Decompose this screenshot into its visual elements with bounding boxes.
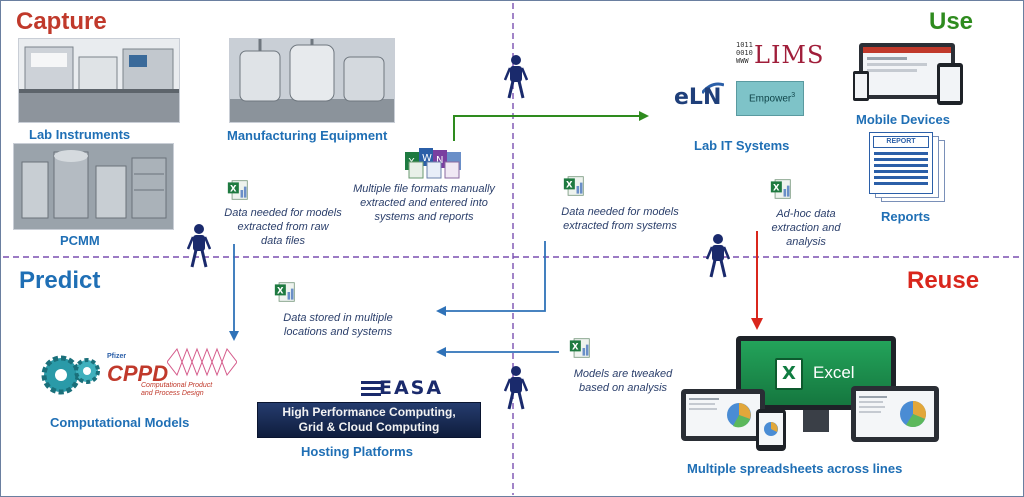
label-manufacturing-equipment: Manufacturing Equipment: [227, 128, 388, 143]
quadrant-capture: Capture: [16, 8, 107, 35]
person-icon: [187, 224, 211, 268]
quadrant-predict: Predict: [19, 267, 101, 294]
lims-logo: 1011 0010 WWW LIMS: [736, 41, 825, 69]
lab-instruments-photo: [18, 38, 180, 123]
label-mobile-devices: Mobile Devices: [856, 112, 950, 127]
mobile-devices-icon: [853, 43, 963, 105]
empower-logo: Empower3: [736, 81, 804, 116]
note-data-raw-files: Data needed for models extracted from ra…: [224, 207, 342, 247]
spreadsheet-icon: X: [274, 282, 295, 302]
svg-text:N: N: [436, 155, 443, 166]
easa-logo: EASA: [361, 377, 485, 399]
arrow-to-lab-it: [453, 111, 649, 141]
phone-icon: [756, 409, 786, 451]
spreadsheet-icon: X: [770, 179, 791, 199]
label-reports: Reports: [881, 209, 931, 224]
eln-logo: eLN: [674, 81, 726, 115]
file-formats-icon: X W N: [405, 148, 461, 179]
pcmm-photo: [13, 143, 174, 230]
label-hosting-platforms: Hosting Platforms: [301, 444, 413, 459]
spreadsheet-icon: X: [227, 180, 248, 200]
svg-text:X: X: [773, 182, 780, 192]
label-lab-it-systems: Lab IT Systems: [694, 138, 790, 153]
quadrant-reuse: Reuse: [907, 267, 980, 294]
label-pcmm: PCMM: [60, 233, 100, 248]
monitor-stand: [803, 410, 829, 432]
svg-text:X: X: [230, 183, 237, 193]
person-icon: [504, 366, 528, 410]
arrow-systems-to-storage: [436, 241, 546, 316]
note-data-stored: Data stored in multiple locations and sy…: [283, 312, 393, 338]
note-multiple-formats: Multiple file formats manually extracted…: [353, 183, 495, 223]
label-lab-instruments: Lab Instruments: [29, 127, 131, 142]
spreadsheet-icon: X: [563, 176, 584, 196]
tablet-left-icon: [681, 389, 765, 441]
label-multiple-spreadsheets: Multiple spreadsheets across lines: [687, 461, 903, 476]
easa-stripes-icon: [361, 381, 381, 396]
svg-text:X: X: [277, 285, 284, 295]
cppd-wave-icon: [167, 347, 237, 377]
gears-icon: [41, 355, 100, 395]
manufacturing-equipment-photo: [229, 38, 395, 123]
note-models-tweaked: Models are tweaked based on analysis: [573, 368, 673, 394]
reports-icon: REPORT: [869, 132, 947, 202]
svg-text:X: X: [566, 179, 573, 189]
tablet-right-icon: [851, 386, 939, 442]
eln-swoosh-icon: [702, 82, 724, 94]
label-computational-models: Computational Models: [50, 415, 190, 430]
excel-monitor: X Excel: [736, 336, 896, 410]
svg-text:W: W: [422, 153, 432, 164]
cppd-logo: Pfizer CPPD Computational Product and Pr…: [105, 347, 237, 403]
note-adhoc: Ad-hoc data extraction and analysis: [771, 208, 841, 248]
person-icon: [504, 55, 528, 99]
note-data-systems: Data needed for models extracted from sy…: [561, 206, 679, 232]
spreadsheet-icon: X: [569, 338, 590, 358]
person-icon: [706, 234, 730, 278]
quadrant-use: Use: [929, 8, 974, 35]
svg-text:X: X: [572, 341, 579, 351]
excel-icon: X: [775, 358, 803, 390]
hpc-banner: High Performance Computing, Grid & Cloud…: [257, 402, 481, 438]
